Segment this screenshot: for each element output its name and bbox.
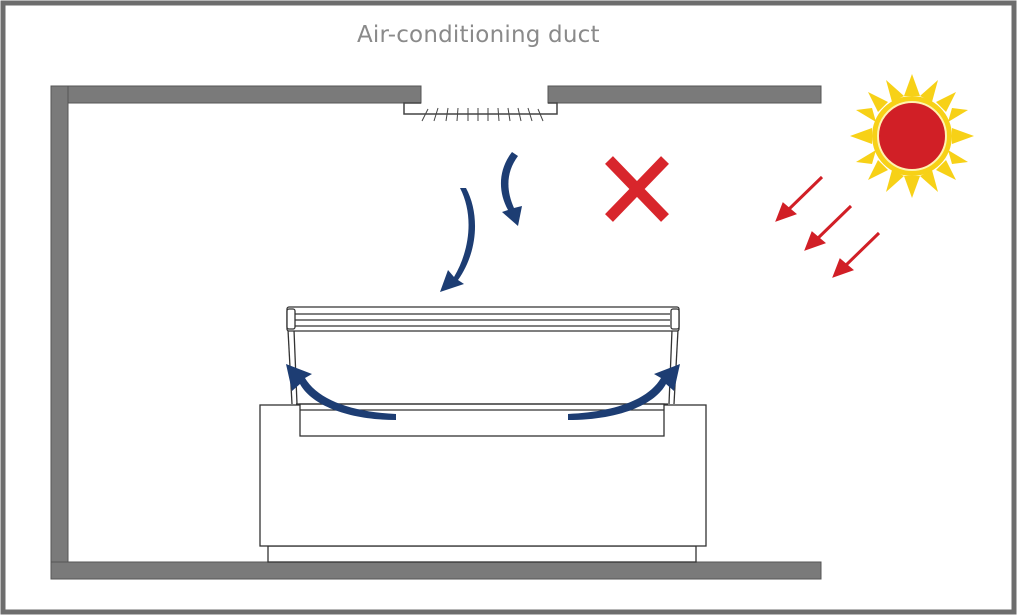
floor [50,561,822,580]
cabinet-well [299,403,665,437]
duct-label: Air-conditioning duct [357,22,600,48]
room-walls [50,85,822,580]
arrow-down-left-icon [832,231,881,278]
display-cabinet [259,306,707,563]
curved-arrow-icon [440,188,476,292]
cabinet-airflow-arrows [286,364,680,420]
duct-vent [403,102,558,122]
left-wall [50,85,69,580]
cabinet-canopy [286,306,680,332]
ceiling-right [547,85,822,104]
sun-ray-arrows [775,175,881,278]
ceiling-left [50,85,422,104]
arrow-down-left-icon [775,175,824,222]
curved-arrow-icon [286,364,396,420]
curved-arrow-icon [500,152,522,226]
sun-icon [850,74,974,198]
sun-rays [850,74,974,198]
curved-arrow-icon [568,364,680,420]
x-mark-icon [605,156,669,222]
vent-louvers [421,107,544,122]
duct-airflow-arrows [440,152,522,292]
arrow-down-left-icon [804,204,853,251]
cabinet-base [267,545,697,563]
sun-core [877,101,947,171]
